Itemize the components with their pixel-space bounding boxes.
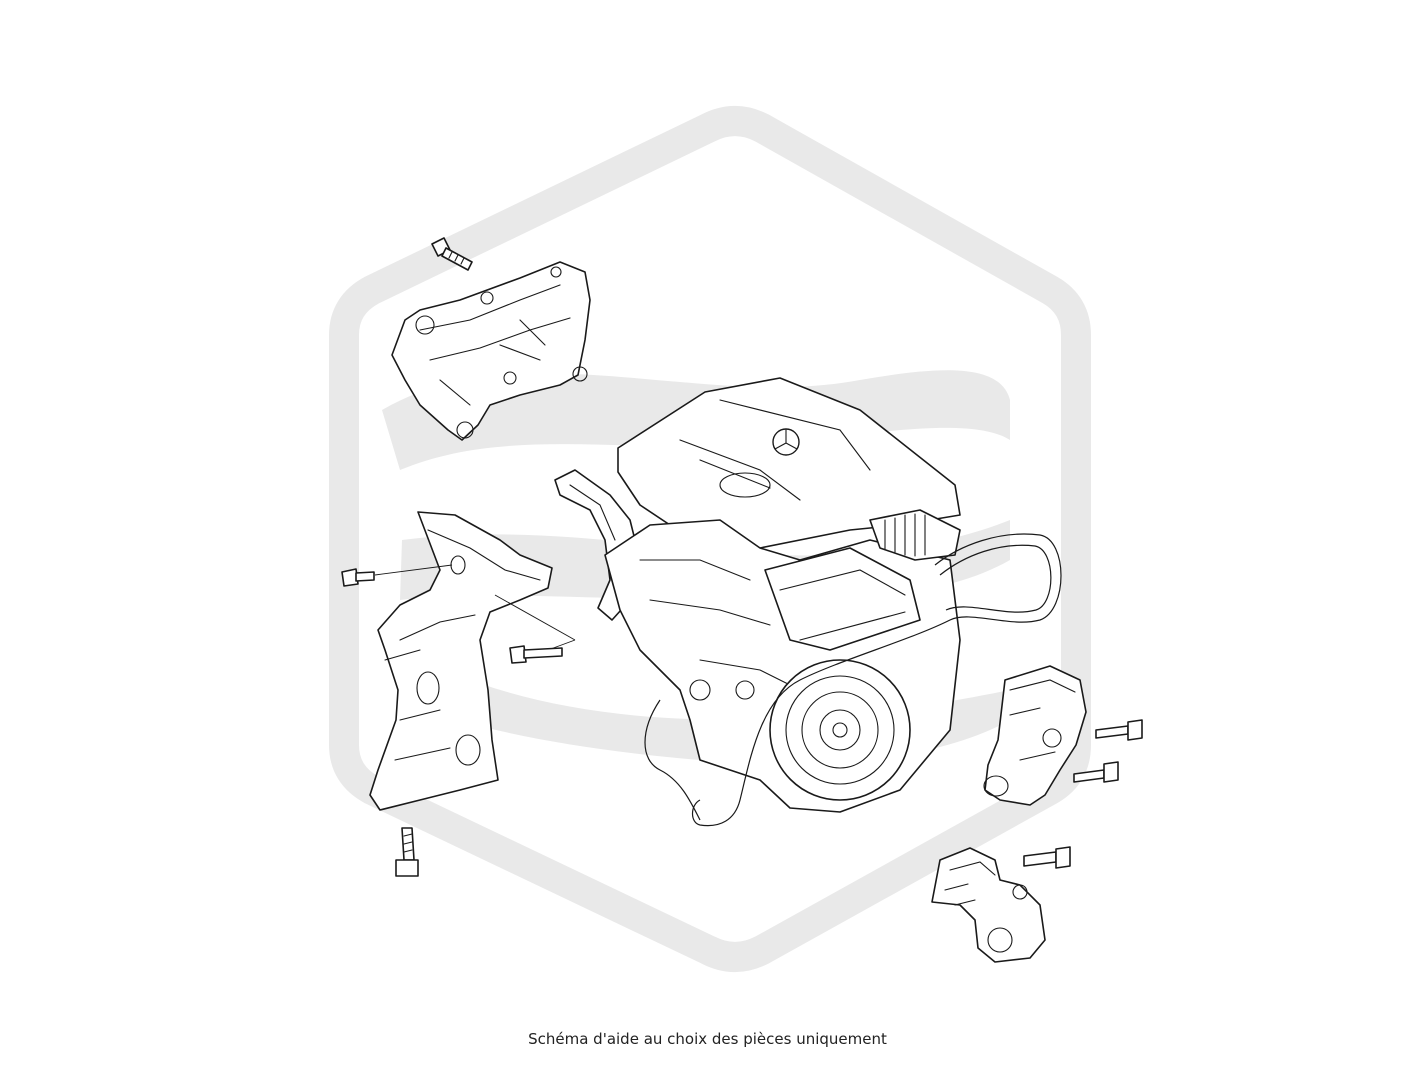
left-bracket-upper-bolt[interactable]: [341, 568, 375, 587]
left-mounting-bracket[interactable]: [369, 511, 576, 811]
upper-bracket-bolt[interactable]: [431, 237, 473, 271]
upper-alternator-bracket[interactable]: [391, 261, 591, 441]
three-pointed-star-emblem-icon: [772, 428, 800, 456]
left-bracket-middle-bolt[interactable]: [509, 645, 563, 664]
transmission-mount[interactable]: [931, 847, 1046, 963]
left-bracket-lower-bolt[interactable]: [395, 827, 419, 877]
engine-assembly[interactable]: [554, 377, 961, 813]
disclaimer-caption: Schéma d'aide au choix des pièces unique…: [528, 1030, 887, 1048]
right-engine-mount[interactable]: [983, 665, 1087, 806]
coolant-hose: [644, 533, 1062, 827]
right-mount-lower-bolt[interactable]: [1073, 761, 1119, 783]
transmission-mount-bolt[interactable]: [1023, 846, 1071, 869]
right-mount-upper-bolt[interactable]: [1095, 719, 1143, 741]
